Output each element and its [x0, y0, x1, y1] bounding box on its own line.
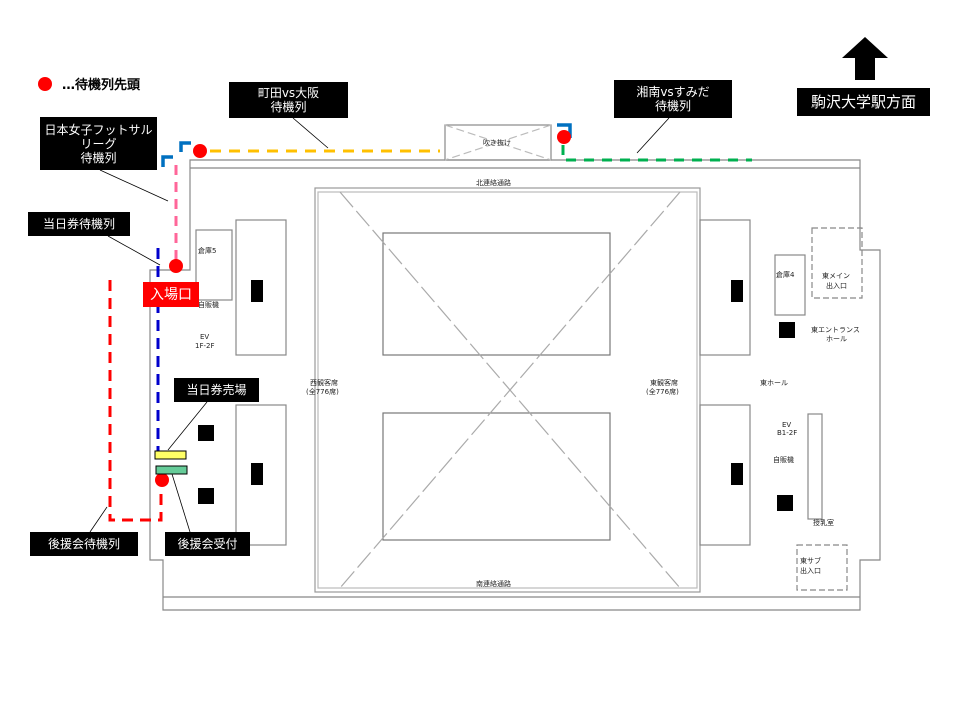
emergency-exit-icon	[779, 322, 795, 338]
supporters-queue-callout: 後援会待機列	[30, 532, 138, 556]
restroom-icon	[731, 463, 743, 485]
queue-head-dot	[169, 259, 183, 273]
ticket-booth-marker	[154, 450, 187, 460]
corner-marker	[161, 141, 191, 167]
building-outline	[149, 124, 881, 611]
legend: …待機列先頭	[38, 74, 140, 93]
map-label-storage5: 倉庫5	[198, 246, 216, 255]
callout-text: 湘南vsすみだ	[636, 85, 710, 99]
queue-head-markers	[155, 130, 571, 487]
restroom-icon	[251, 463, 263, 485]
supporters-queue-line	[108, 280, 163, 522]
map-label-ev-east: EV	[782, 421, 791, 429]
map-label-vending-east: 自販機	[773, 455, 794, 464]
callout-text: 町田vs大阪	[257, 86, 320, 100]
map-label-nursing-room: 授乳室	[813, 518, 834, 527]
futsal-league-callout: 日本女子フットサル リーグ 待機列	[40, 117, 157, 170]
callout-text: 待機列	[80, 150, 117, 165]
map-label-east-seats-count: (全776席)	[646, 387, 679, 396]
restroom-icon	[731, 280, 743, 302]
queue-head-dot	[155, 473, 169, 487]
leader-lines	[89, 117, 670, 533]
map-label-vending-west: 自販機	[198, 300, 219, 309]
shonan-sumida-queue-line	[561, 145, 752, 162]
queue-head-dot	[557, 130, 571, 144]
same-day-queue-callout: 当日券待機列	[28, 212, 130, 236]
callout-text: 日本女子フットサル	[44, 122, 153, 137]
callout-text: 待機列	[270, 100, 307, 114]
map-label-west-seats: 西観客席	[310, 378, 338, 387]
callout-text: 待機列	[654, 99, 691, 113]
restroom-icon	[251, 280, 263, 302]
map-label-west-seats-count: (全776席)	[306, 387, 339, 396]
queue-head-dot-icon	[38, 76, 52, 91]
reception-marker	[155, 465, 188, 475]
supporters-reception-callout: 後援会受付	[165, 532, 250, 556]
wheelchair-icon	[198, 488, 214, 504]
callout-text: リーグ	[80, 136, 117, 151]
queue-head-dot	[193, 144, 207, 158]
map-label-east-entrance-hall: 東エントランス	[811, 325, 860, 334]
shonan-sumida-callout: 湘南vsすみだ 待機列	[614, 80, 732, 118]
map-label-east-main-entrance: 東メイン	[822, 271, 850, 280]
map-label-east-hall: 東ホール	[760, 378, 788, 387]
emergency-exit-icon	[198, 425, 214, 441]
map-label-ev-east-floors: B1-2F	[777, 429, 797, 437]
map-label-east-entrance-hall-2: ホール	[826, 335, 847, 343]
legend-text: …待機列先頭	[62, 78, 141, 93]
map-label-south-passage: 南連絡通路	[476, 579, 511, 588]
entrance-label: 入場口	[143, 282, 199, 307]
wheelchair-icon	[777, 495, 793, 511]
same-day-ticket-booth-callout: 当日券売場	[174, 378, 259, 402]
map-label-east-sub-entrance: 東サブ	[800, 556, 821, 565]
map-label-atrium: 吹き抜け	[483, 138, 511, 147]
up-arrow-icon	[842, 37, 888, 80]
map-label-east-seats: 東観客席	[650, 378, 678, 387]
map-label-ev-west-floors: 1F-2F	[195, 342, 215, 350]
machida-osaka-callout: 町田vs大阪 待機列	[229, 82, 348, 118]
restroom-icons	[198, 280, 795, 511]
map-label-storage4: 倉庫4	[776, 270, 795, 279]
map-label-east-sub-entrance-2: 出入口	[800, 566, 821, 575]
map-label-east-main-entrance-2: 出入口	[826, 281, 847, 290]
map-label-north-passage: 北連絡通路	[476, 178, 511, 187]
station-direction-label: 駒沢大学駅方面	[797, 88, 930, 116]
map-label-ev-west: EV	[200, 333, 209, 341]
